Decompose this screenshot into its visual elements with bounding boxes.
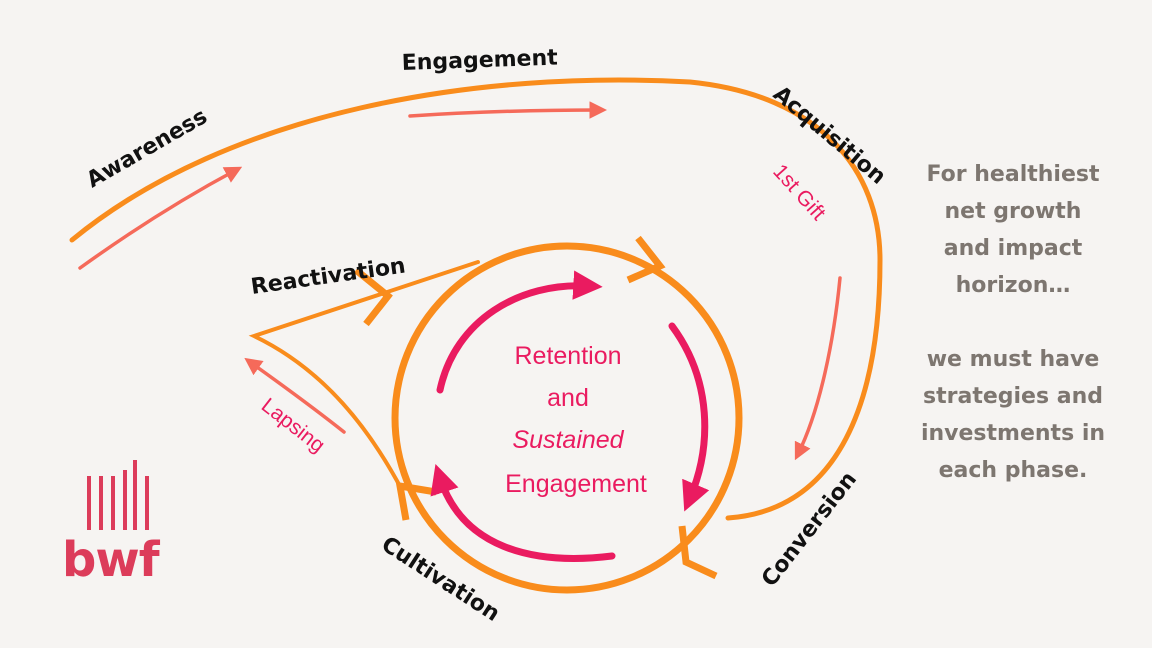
note-line: each phase.	[938, 458, 1088, 483]
note-line: strategies and	[923, 384, 1103, 409]
note-line: horizon…	[955, 273, 1071, 298]
note-line: we must have	[926, 347, 1100, 372]
cycle-right-arrow-icon	[668, 322, 710, 512]
bwf-bars-icon	[87, 460, 149, 530]
center-title-line2: and	[547, 384, 589, 412]
center-title-line1: Retention	[514, 342, 621, 370]
retention-circle	[391, 242, 743, 594]
stage-label-engagement: Engagement	[401, 46, 558, 76]
conversion-arrow-icon	[794, 276, 842, 461]
center-title-line4: Engagement	[505, 470, 647, 498]
engagement-arrow-icon	[408, 101, 607, 119]
cycle-bottom-arrow-icon	[430, 464, 616, 562]
logo-wordmark: bwf	[62, 532, 161, 588]
first-gift-label: 1st Gift	[768, 160, 830, 225]
note-spacer	[898, 304, 1128, 341]
circle-top-chevron-icon	[626, 235, 666, 284]
stage-label-awareness: Awareness	[83, 104, 212, 193]
reactivation-chevron-icon	[353, 267, 393, 327]
cycle-top-arrow-icon	[436, 270, 603, 394]
side-note: For healthiest net growth and impact hor…	[898, 156, 1128, 489]
circle-left-chevron-icon	[395, 481, 437, 521]
note-line: For healthiest	[926, 162, 1100, 187]
awareness-arrow-icon	[78, 166, 243, 270]
lapsing-arrow-icon	[244, 357, 346, 434]
note-line: investments in	[920, 421, 1106, 446]
lapsing-label: Lapsing	[257, 394, 329, 457]
note-line: net growth	[944, 199, 1082, 224]
outer-funnel-path	[69, 77, 883, 521]
note-line: and impact	[943, 236, 1083, 261]
center-title-line3: Sustained	[512, 426, 624, 454]
lapsing-loop-path	[248, 260, 480, 492]
stage-label-cultivation: Cultivation	[377, 532, 504, 627]
circle-right-chevron-icon	[678, 525, 718, 580]
